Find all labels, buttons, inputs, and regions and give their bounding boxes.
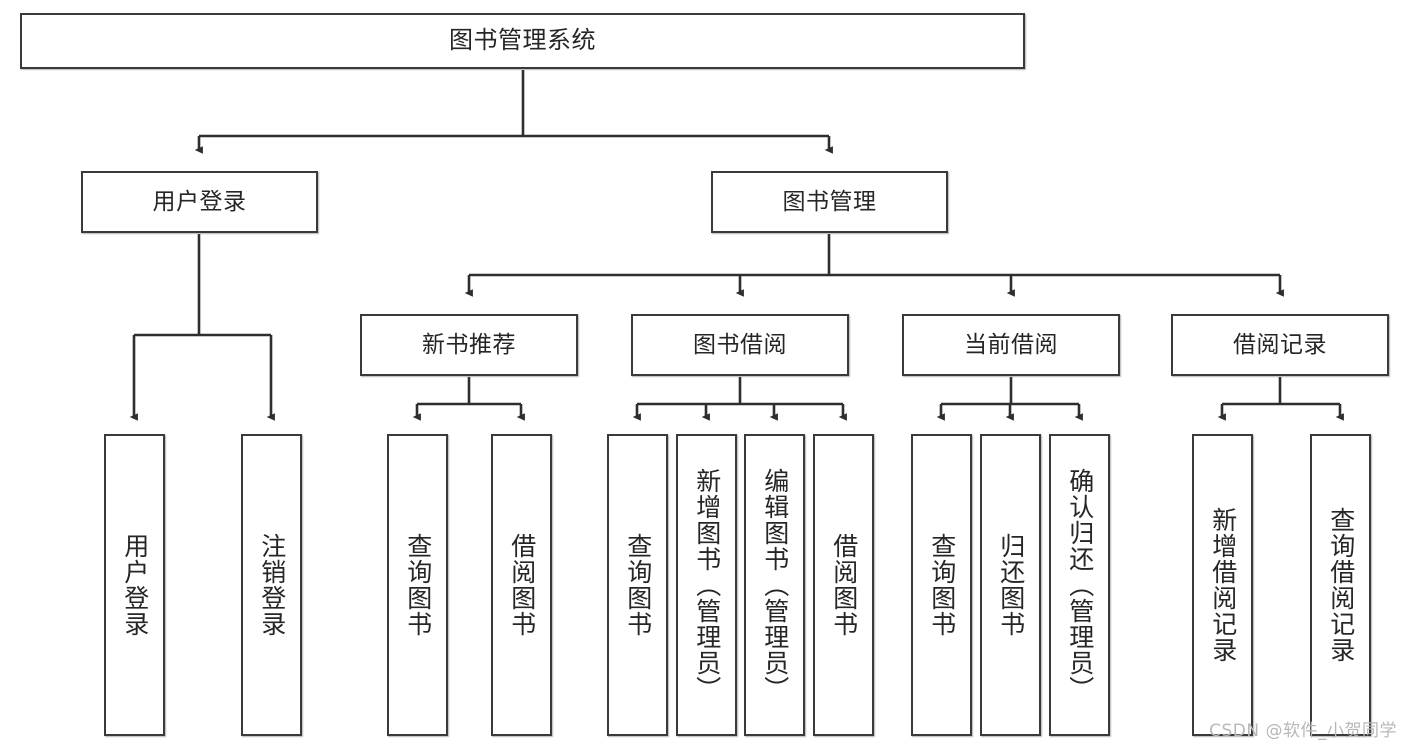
- leaf-book-borrow-add-label: 新增图书（管理员）: [692, 468, 722, 702]
- leaf-borrow-record-add-label: 新增借阅记录: [1208, 507, 1238, 663]
- node-book-management-label: 图书管理: [782, 188, 877, 215]
- node-user-login-label: 用户登录: [152, 188, 247, 215]
- leaf-book-borrow-borrow[interactable]: 借阅图书: [813, 434, 874, 736]
- leaf-new-book-borrow-label: 借阅图书: [507, 533, 537, 637]
- watermark-text: CSDN @软件_小贺同学: [1209, 721, 1397, 741]
- leaf-current-borrow-query[interactable]: 查询图书: [911, 434, 972, 736]
- node-book-borrow-label: 图书借阅: [693, 331, 787, 358]
- leaf-user-login-login[interactable]: 用户登录: [104, 434, 165, 736]
- leaf-borrow-record-query-label: 查询借阅记录: [1326, 507, 1356, 663]
- node-borrow-record[interactable]: 借阅记录: [1171, 314, 1389, 376]
- leaf-new-book-borrow[interactable]: 借阅图书: [491, 434, 552, 736]
- leaf-book-borrow-borrow-label: 借阅图书: [829, 533, 859, 637]
- leaf-user-login-logout[interactable]: 注销登录: [241, 434, 302, 736]
- node-current-borrow[interactable]: 当前借阅: [902, 314, 1120, 376]
- leaf-book-borrow-query[interactable]: 查询图书: [607, 434, 668, 736]
- leaf-book-borrow-edit-label: 编辑图书（管理员）: [760, 468, 790, 702]
- node-root-system[interactable]: 图书管理系统: [20, 13, 1025, 69]
- node-book-borrow[interactable]: 图书借阅: [631, 314, 849, 376]
- node-current-borrow-label: 当前借阅: [964, 331, 1058, 358]
- node-user-login[interactable]: 用户登录: [81, 171, 318, 233]
- leaf-current-borrow-confirm[interactable]: 确认归还（管理员）: [1049, 434, 1110, 736]
- leaf-current-borrow-query-label: 查询图书: [927, 533, 957, 637]
- node-book-management[interactable]: 图书管理: [711, 171, 948, 233]
- leaf-user-login-login-label: 用户登录: [120, 533, 150, 637]
- leaf-book-borrow-edit[interactable]: 编辑图书（管理员）: [744, 434, 805, 736]
- node-new-book-recommend-label: 新书推荐: [422, 331, 516, 358]
- leaf-new-book-query[interactable]: 查询图书: [387, 434, 448, 736]
- leaf-user-login-logout-label: 注销登录: [257, 533, 287, 637]
- node-root-system-label: 图书管理系统: [449, 26, 596, 55]
- node-new-book-recommend[interactable]: 新书推荐: [360, 314, 578, 376]
- leaf-borrow-record-query[interactable]: 查询借阅记录: [1310, 434, 1371, 736]
- leaf-book-borrow-add[interactable]: 新增图书（管理员）: [676, 434, 737, 736]
- leaf-current-borrow-return-label: 归还图书: [996, 533, 1026, 637]
- leaf-current-borrow-return[interactable]: 归还图书: [980, 434, 1041, 736]
- leaf-new-book-query-label: 查询图书: [403, 533, 433, 637]
- leaf-borrow-record-add[interactable]: 新增借阅记录: [1192, 434, 1253, 736]
- leaf-book-borrow-query-label: 查询图书: [623, 533, 653, 637]
- leaf-current-borrow-confirm-label: 确认归还（管理员）: [1065, 468, 1095, 702]
- node-borrow-record-label: 借阅记录: [1233, 331, 1327, 358]
